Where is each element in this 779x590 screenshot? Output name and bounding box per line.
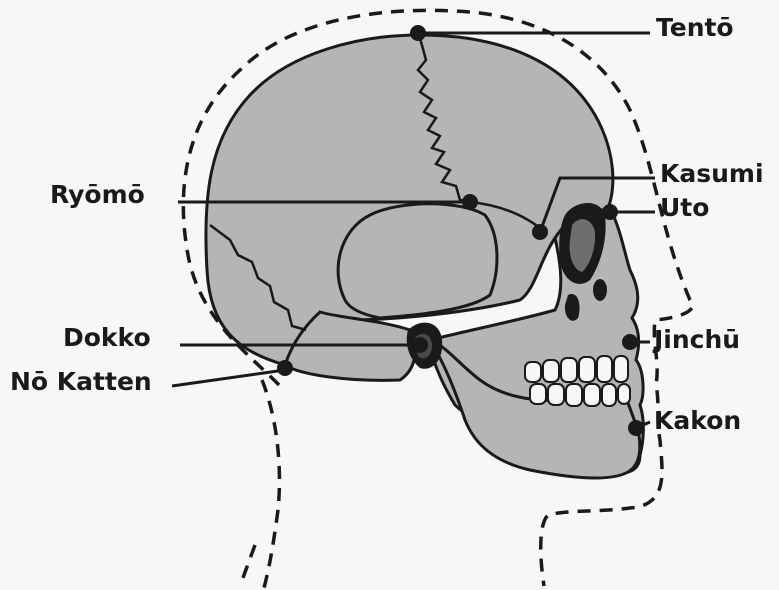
point-no-katten xyxy=(277,360,293,376)
label-tento: Tentō xyxy=(656,15,734,40)
label-ryomo: Ryōmō xyxy=(50,182,145,207)
label-no-katten: Nō Katten xyxy=(10,369,152,394)
label-kasumi: Kasumi xyxy=(660,161,764,186)
point-kasumi xyxy=(532,224,548,240)
nasal-cavity xyxy=(593,279,607,301)
point-tento xyxy=(410,25,426,41)
point-kakon xyxy=(628,420,644,436)
neck-outline-back xyxy=(240,545,255,586)
label-kakon: Kakon xyxy=(654,408,741,433)
label-uto: Uto xyxy=(660,195,709,220)
label-jinchu: Jinchū xyxy=(654,327,740,352)
point-jinchu xyxy=(622,334,638,350)
point-dokko xyxy=(412,337,428,353)
temporal-bone xyxy=(338,204,497,318)
label-dokko: Dokko xyxy=(63,325,151,350)
neck-outline xyxy=(262,380,279,588)
point-uto xyxy=(602,204,618,220)
point-ryomo xyxy=(462,194,478,210)
